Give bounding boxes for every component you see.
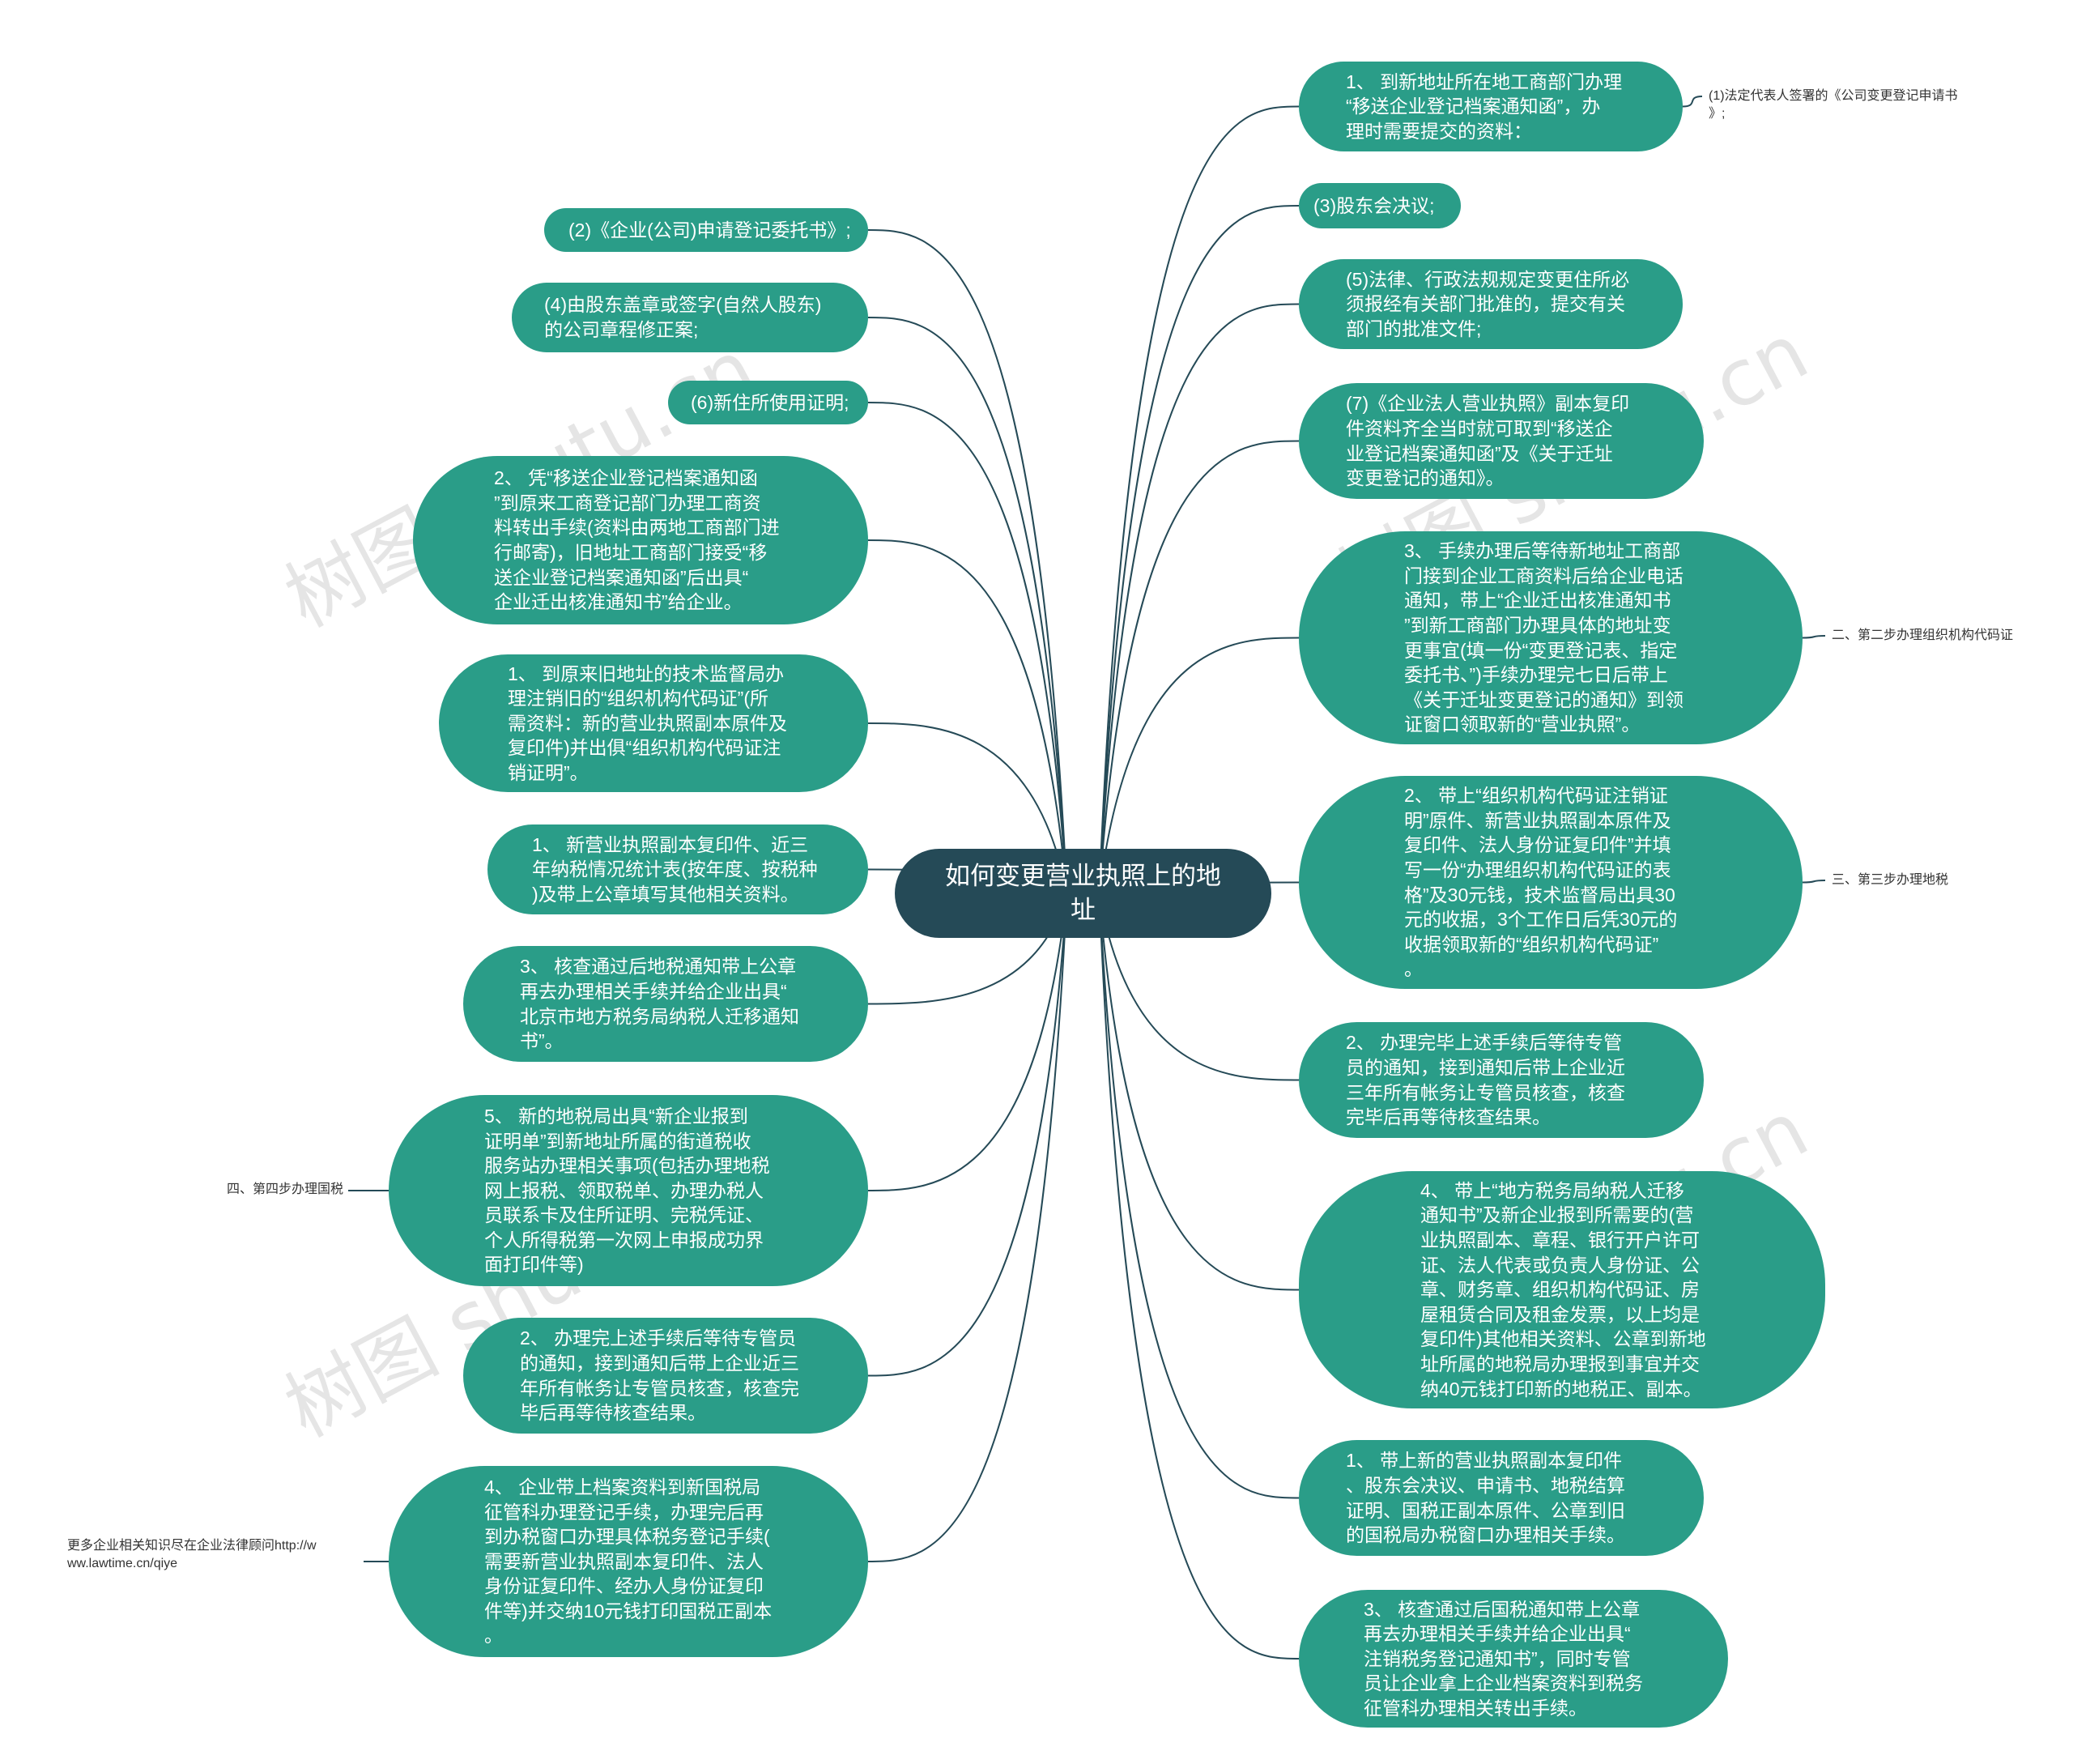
node-new-address-proof[interactable]: (6)新住所使用证明; <box>668 381 868 424</box>
node-local-tax-registration[interactable]: 4、 带上“地方税务局纳税人迁移 通知书”及新企业报到所需要的(营 业执照副本、… <box>1299 1171 1825 1408</box>
connector-right-4 <box>1098 637 1300 894</box>
node-new-national-tax-registration[interactable]: 4、 企业带上档案资料到新国税局 征管科办理登记手续，办理完后再 到办税窗口办理… <box>389 1466 868 1657</box>
node-cancel-org-code[interactable]: 1、 到原来旧地址的技术监督局办 理注销旧的“组织机构代码证”(所 需资料：新的… <box>439 654 868 792</box>
node-national-tax-transfer[interactable]: 3、 核查通过后国税通知带上公章 再去办理相关手续并给企业出具“ 注销税务登记通… <box>1299 1590 1728 1728</box>
node-new-local-tax-report[interactable]: 5、 新的地税局出具“新企业报到 证明单”到新地址所属的街道税收 服务站办理相关… <box>389 1095 868 1286</box>
node-local-tax-migration-notice[interactable]: 3、 核查通过后地税通知带上公章 再去办理相关手续并给企业出具“ 北京市地方税务… <box>463 946 868 1062</box>
connector-left-9 <box>867 893 1068 1562</box>
connector-left-4 <box>867 722 1068 894</box>
connector-right-3 <box>1098 440 1300 894</box>
connector-left-1 <box>867 317 1068 894</box>
connector-left-8 <box>867 893 1068 1377</box>
root-topic[interactable]: 如何变更营业执照上的地 址 <box>895 849 1271 938</box>
connector-right-9 <box>1098 893 1300 1660</box>
node-tax-statistics[interactable]: 1、 新营业执照副本复印件、近三 年纳税情况统计表(按年度、按税种 )及带上公章… <box>487 824 868 914</box>
label-step2-org-code: 二、第二步办理组织机构代码证 <box>1832 628 2014 642</box>
connector-right-8 <box>1098 893 1300 1499</box>
connector-label-step3 <box>1802 880 1826 884</box>
node-national-tax-review-wait[interactable]: 2、 办理完上述手续后等待专管员 的通知，接到通知后带上企业近三 年所有帐务让专… <box>463 1318 868 1434</box>
node-step3-new-license[interactable]: 3、 手续办理后等待新地址工商部 门接到企业工商资料后给企业电话 通知，带上“企… <box>1299 531 1803 744</box>
connector-label-applicant <box>1682 96 1703 108</box>
connector-right-2 <box>1098 303 1300 894</box>
connector-label-step2 <box>1802 635 1826 639</box>
node-step1-submit-docs[interactable]: 1、 到新地址所在地工商部门办理 “移送企业登记档案通知函”，办 理时需要提交的… <box>1299 62 1683 151</box>
label-applicant-signature: (1)法定代表人签署的《公司变更登记申请书 》; <box>1709 89 1958 121</box>
node-approval-documents[interactable]: (5)法律、行政法规规定变更住所必 须报经有关部门批准的，提交有关 部门的批准文… <box>1299 259 1683 349</box>
node-shareholder-resolution[interactable]: (3)股东会决议; <box>1299 183 1461 228</box>
node-registration-mandate[interactable]: (2)《企业(公司)申请登记委托书》; <box>544 208 868 252</box>
label-step4-national-tax: 四、第四步办理国税 <box>227 1182 344 1196</box>
connector-left-3 <box>867 539 1068 894</box>
connector-left-7 <box>867 893 1068 1191</box>
node-national-tax-old-office[interactable]: 1、 带上新的营业执照副本复印件 、股东会决议、申请书、地税结算 证明、国税正副… <box>1299 1440 1704 1556</box>
connector-right-6 <box>1098 893 1300 1081</box>
connector-left-0 <box>867 229 1068 894</box>
connector-right-7 <box>1098 893 1300 1291</box>
node-org-code-certificate[interactable]: 2、 带上“组织机构代码证注销证 明”原件、新营业执照副本原件及 复印件、法人身… <box>1299 776 1803 989</box>
connector-left-2 <box>867 402 1068 894</box>
label-step3-local-tax: 三、第三步办理地税 <box>1832 873 1949 887</box>
node-local-tax-review-wait[interactable]: 2、 办理完毕上述手续后等待专管 员的通知，接到通知后带上企业近 三年所有帐务让… <box>1299 1022 1704 1138</box>
node-step2-transfer-files[interactable]: 2、 凭“移送企业登记档案通知函 ”到原来工商登记部门办理工商资 料转出手续(资… <box>413 456 868 624</box>
node-business-license-copy[interactable]: (7)《企业法人营业执照》副本复印 件资料齐全当时就可取到“移送企 业登记档案通… <box>1299 383 1704 499</box>
connector-right-0 <box>1098 105 1300 894</box>
connector-right-1 <box>1098 205 1300 894</box>
label-more-info-link[interactable]: 更多企业相关知识尽在企业法律顾问http://w ww.lawtime.cn/q… <box>67 1539 317 1571</box>
node-articles-amendment[interactable]: (4)由股东盖章或签字(自然人股东) 的公司章程修正案; <box>512 283 868 352</box>
